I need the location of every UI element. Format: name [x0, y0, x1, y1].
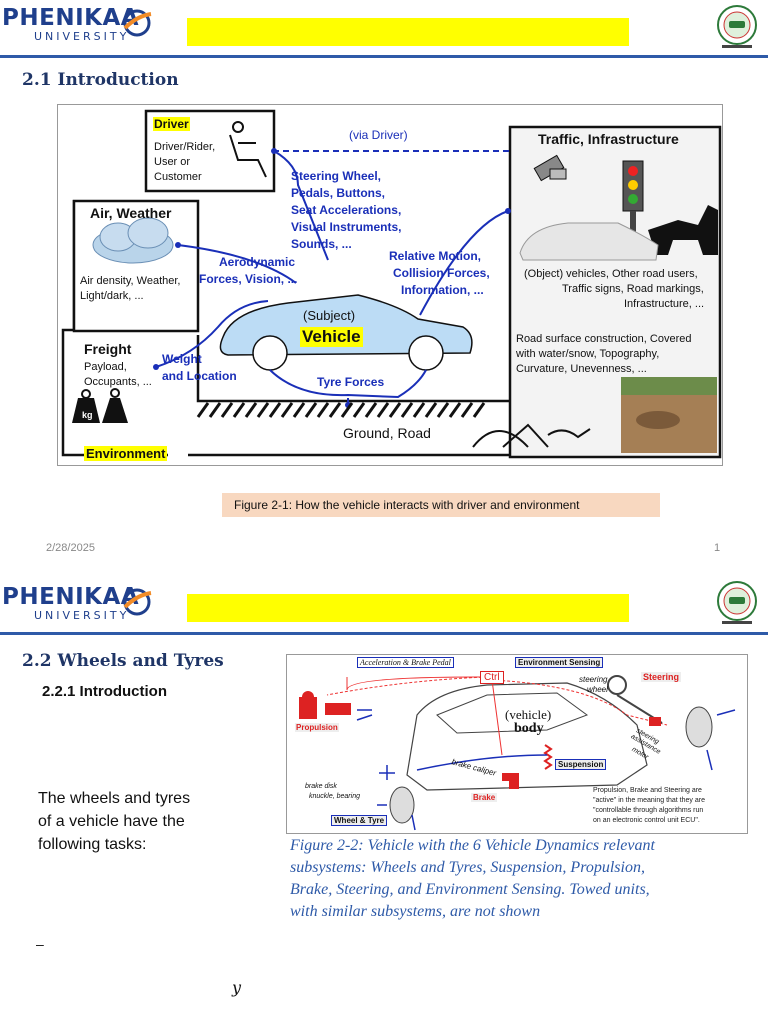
logo-subtitle: UNIVERSITY	[34, 30, 130, 43]
air-title: Air, Weather	[90, 205, 172, 221]
wheel-tyre-label: Wheel & Tyre	[331, 815, 388, 826]
math-y: y	[232, 978, 242, 997]
university-seal-icon	[717, 581, 757, 624]
propulsion-label: Propulsion	[295, 723, 339, 732]
steering-wheel-label-1: steering	[579, 675, 608, 684]
figure-caption-line-1: Figure 2-2: Vehicle with the 6 Vehicle D…	[290, 837, 655, 854]
brake-disk-label-2: knuckle, bearing	[309, 793, 360, 800]
relative-label-3: Information, ...	[401, 283, 484, 297]
logo-wordmark: PHENIKAA	[2, 5, 140, 31]
suspension-label: Suspension	[555, 759, 607, 770]
logo-swoosh-icon	[123, 9, 152, 37]
weight-label-1: Weight	[162, 352, 202, 366]
vehicle-body-label-2: body	[514, 721, 544, 736]
slide-number: 1	[714, 542, 721, 554]
steering-item-1: Steering Wheel,	[291, 169, 382, 183]
figure-caption-line-4: with similar subsystems, are not shown	[290, 903, 541, 920]
road-desc-1: Road surface construction, Covered	[516, 333, 692, 345]
title-placeholder-bar	[187, 594, 629, 622]
subsystems-figure: Acceleration & Brake Pedal Environment S…	[286, 654, 748, 834]
note-line-3: "controllable through algorithms run	[593, 807, 704, 814]
brake-disk-label-1: brake disk	[305, 783, 337, 790]
kg-weight-label: kg	[82, 410, 93, 420]
driver-title: Driver	[153, 117, 190, 131]
body-line-1: The wheels and tyres	[38, 790, 191, 807]
air-desc-1: Air density, Weather,	[80, 275, 181, 287]
ctrl-label: Ctrl	[480, 671, 504, 684]
weight-label-2: and Location	[162, 369, 237, 383]
traffic-desc-2: Traffic signs, Road markings,	[562, 283, 704, 295]
driver-desc-1: Driver/Rider,	[154, 141, 216, 153]
section-subheading: 2.2.1 Introduction	[42, 683, 168, 700]
relative-label-2: Collision Forces,	[393, 266, 490, 280]
relative-label-1: Relative Motion,	[389, 249, 482, 263]
traffic-desc-1: (Object) vehicles, Other road users,	[524, 268, 698, 280]
steering-item-5: Sounds, ...	[291, 237, 352, 251]
via-driver-label: (via Driver)	[349, 128, 408, 142]
vehicle-body-label-1: (vehicle)	[505, 707, 552, 722]
tyre-forces-label: Tyre Forces	[317, 375, 385, 389]
header-rule	[0, 55, 768, 58]
steering-item-4: Visual Instruments,	[291, 220, 402, 234]
subject-label: (Subject)	[303, 308, 356, 323]
accel-pedal-label: Acceleration & Brake Pedal	[357, 657, 454, 668]
traffic-desc-3: Infrastructure, ...	[624, 298, 705, 310]
bullet-dash: –	[36, 936, 44, 952]
body-line-3: following tasks:	[38, 836, 147, 853]
traffic-title: Traffic, Infrastructure	[538, 131, 679, 147]
brake-label: Brake	[471, 793, 498, 802]
aero-label-2: Forces, Vision, ...	[199, 272, 298, 286]
vehicle-interaction-diagram: Driver Driver/Rider, User or Customer (v…	[57, 104, 723, 466]
logo-wordmark: PHENIKAA	[2, 584, 140, 610]
note-line-1: Propulsion, Brake and Steering are	[593, 787, 702, 794]
freight-desc-2: Occupants, ...	[84, 376, 152, 388]
slide-1: PHENIKAA UNIVERSITY 2.1 Introduction	[0, 5, 768, 554]
title-placeholder-bar	[187, 18, 629, 46]
air-desc-2: Light/dark, ...	[80, 290, 144, 302]
figure-caption-line-3: Brake, Steering, and Environment Sensing…	[290, 881, 650, 898]
steering-wheel-label-2: wheel	[587, 685, 608, 694]
subsystems-drawing	[299, 675, 736, 831]
logo-subtitle: UNIVERSITY	[34, 609, 130, 622]
freight-desc-1: Payload,	[84, 361, 127, 373]
aero-label-1: Aerodynamic	[219, 255, 296, 269]
university-seal-icon	[717, 5, 757, 48]
vehicle-label: Vehicle	[300, 327, 363, 347]
header-rule	[0, 632, 768, 635]
steering-item-3: Seat Accelerations,	[291, 203, 402, 217]
steering-item-2: Pedals, Buttons,	[291, 186, 386, 200]
logo-swoosh-icon	[123, 588, 152, 616]
diagram-frames	[61, 109, 722, 459]
slide-2: PHENIKAA UNIVERSITY 2.2 Wheels and Tyres…	[0, 576, 768, 1024]
driver-desc-2: User or	[154, 156, 191, 168]
steering-label: Steering	[641, 672, 682, 682]
env-sensing-label: Environment Sensing	[515, 657, 604, 668]
note-line-4: on an electronic control unit ECU".	[593, 817, 700, 824]
road-desc-3: Curvature, Unevenness, ...	[516, 363, 647, 375]
freight-title: Freight	[84, 341, 132, 357]
page-title: 2.2 Wheels and Tyres	[22, 651, 224, 671]
figure-caption-line-2: subsystems: Wheels and Tyres, Suspension…	[290, 859, 645, 876]
driver-desc-3: Customer	[154, 171, 202, 183]
note-line-2: "active" in the meaning that they are	[593, 797, 705, 804]
environment-label: Environment	[84, 446, 168, 461]
figure-caption: Figure 2-1: How the vehicle interacts wi…	[222, 493, 660, 517]
ground-label: Ground, Road	[343, 425, 431, 441]
body-line-2: of a vehicle have the	[38, 813, 185, 830]
slide-date: 2/28/2025	[46, 542, 95, 554]
road-desc-2: with water/snow, Topography,	[516, 348, 660, 360]
page-title: 2.1 Introduction	[22, 70, 179, 90]
